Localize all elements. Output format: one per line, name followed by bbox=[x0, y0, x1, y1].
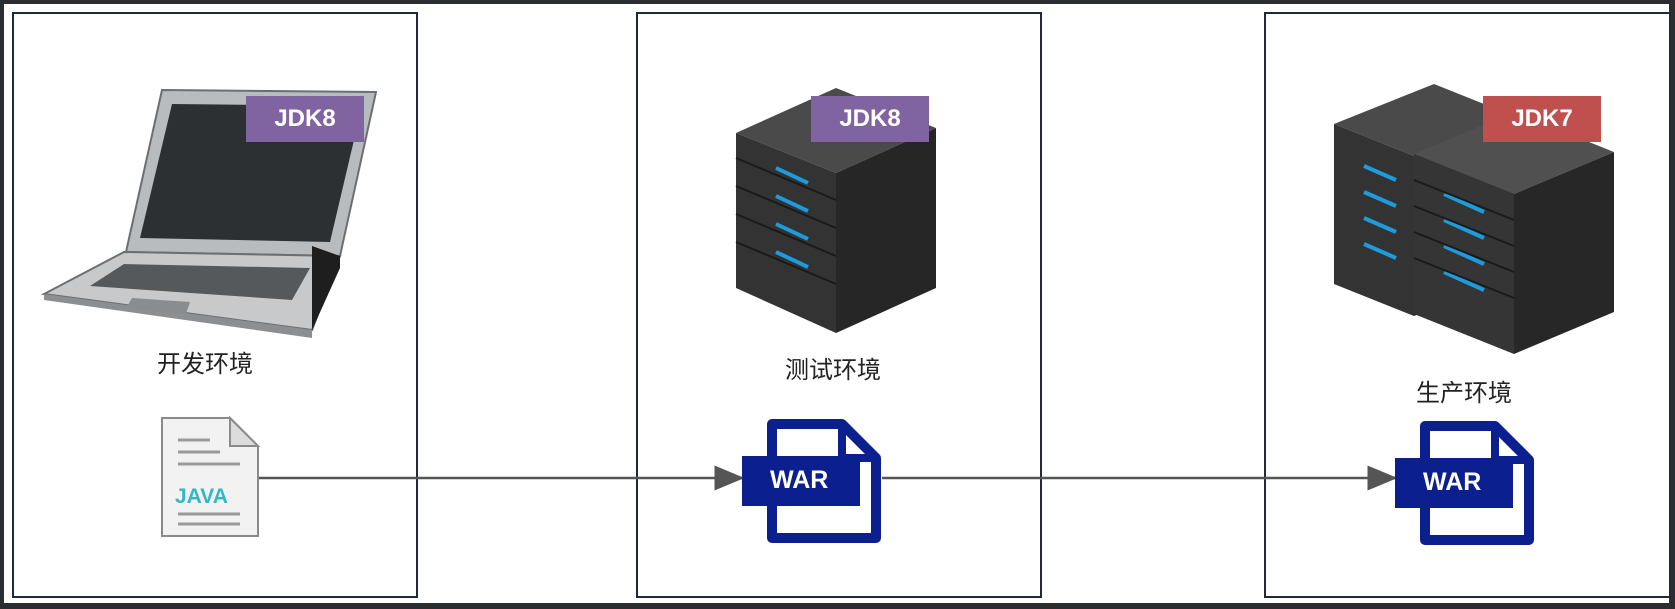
test-environment-label: 测试环境 bbox=[785, 356, 881, 384]
prod-war-icon bbox=[1395, 421, 1534, 545]
dev-jdk-badge: JDK8 bbox=[246, 96, 364, 142]
dev-environment-box bbox=[12, 12, 418, 598]
java-file-icon bbox=[161, 415, 261, 537]
laptop-icon bbox=[40, 88, 378, 338]
test-jdk-badge: JDK8 bbox=[811, 96, 929, 142]
prod-war-label: WAR bbox=[1423, 468, 1482, 496]
java-file-label: JAVA bbox=[175, 485, 228, 508]
test-environment-box bbox=[636, 12, 1042, 598]
dev-environment-label: 开发环境 bbox=[157, 350, 253, 378]
prod-environment-box bbox=[1264, 12, 1671, 598]
test-war-icon bbox=[742, 419, 881, 543]
flow-arrows bbox=[258, 465, 1398, 491]
prod-jdk-badge: JDK7 bbox=[1483, 96, 1601, 142]
test-war-label: WAR bbox=[770, 466, 829, 494]
diagram-canvas: JDK8 JDK8 JDK7 开发环境 测试环境 生产环境 JAVA WAR W… bbox=[4, 4, 1671, 603]
prod-environment-label: 生产环境 bbox=[1416, 379, 1512, 407]
